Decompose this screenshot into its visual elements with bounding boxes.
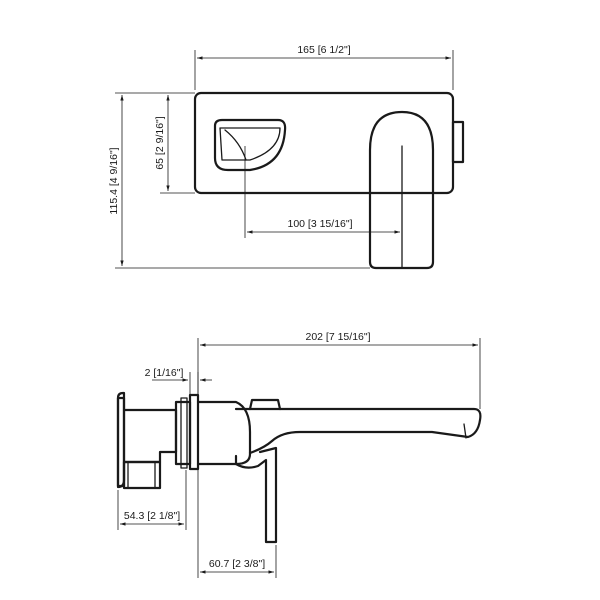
side-valve	[122, 460, 162, 490]
dim-label-width: 165 [6 1/2"]	[297, 44, 350, 56]
side-lower-handle	[234, 446, 278, 544]
side-spout	[234, 407, 482, 455]
front-lever	[213, 118, 287, 172]
dim-label-body-height: 65 [2 9/16"]	[154, 116, 166, 169]
side-handle	[248, 398, 282, 411]
side-collar	[174, 400, 192, 466]
dim-label-projection: 60.7 [2 3/8"]	[209, 558, 265, 570]
front-plate	[193, 91, 455, 195]
front-view: 165 [6 1/2"] 65 [2 9/16"] 115.4 [4 9/16"…	[108, 44, 465, 270]
side-backplate-face	[116, 396, 126, 488]
dim-label-depth: 54.3 [2 1/8"]	[124, 510, 180, 522]
side-spout-tip	[463, 423, 467, 439]
front-lever-contour	[224, 129, 247, 161]
front-diverter	[451, 120, 465, 164]
front-lever-inner	[219, 127, 281, 161]
dim-label-total-height: 115.4 [4 9/16"]	[108, 147, 120, 214]
front-spout	[368, 110, 435, 270]
dim-label-plate: 2 [1/16"]	[145, 367, 184, 379]
side-cover-plate	[188, 393, 200, 471]
side-view: 202 [7 15/16"] 2 [1/16"] 54.3 [2 1/8"] 6…	[116, 331, 482, 578]
side-escutcheon	[196, 400, 252, 466]
dim-label-length: 202 [7 15/16"]	[305, 331, 370, 343]
side-collar-ring	[180, 397, 188, 469]
dim-label-spout-offset: 100 [3 15/16"]	[287, 218, 352, 230]
side-body	[122, 408, 178, 464]
